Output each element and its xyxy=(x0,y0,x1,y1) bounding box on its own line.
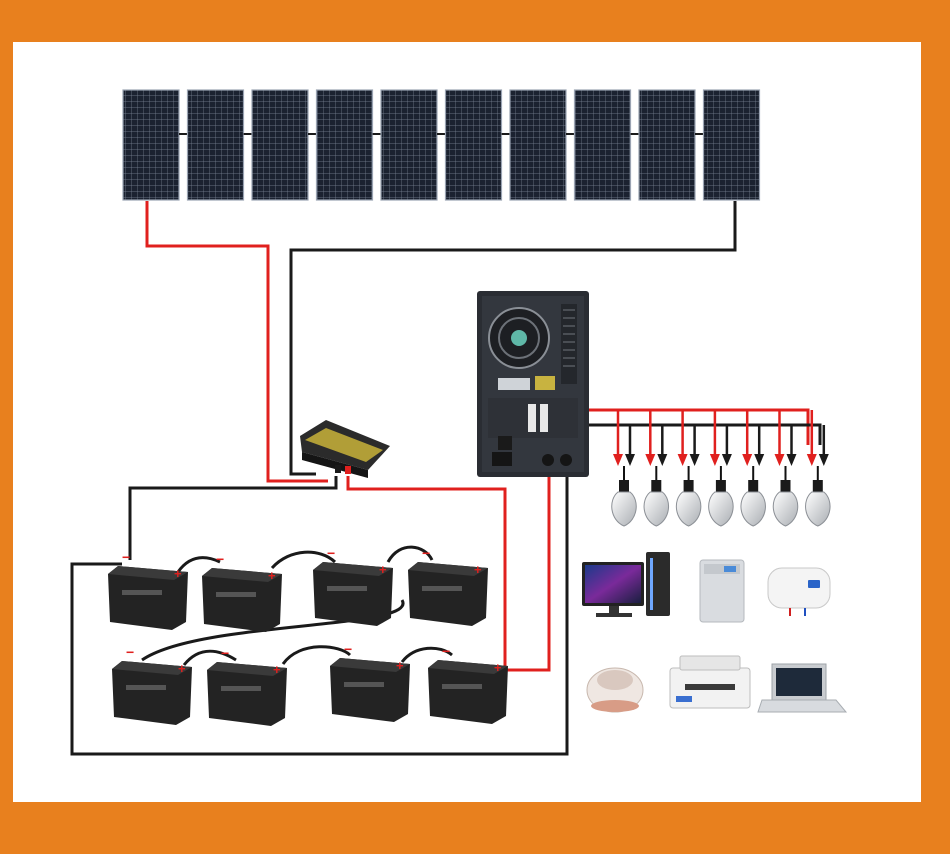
arrow-down-icon xyxy=(689,454,700,466)
solar-panel xyxy=(251,89,309,201)
battery: −+ xyxy=(202,551,282,632)
arrow-down-icon xyxy=(742,454,753,466)
battery-negative-label: − xyxy=(221,645,229,661)
battery: −+ xyxy=(313,545,393,626)
output-positive-bus xyxy=(494,408,810,445)
arrow-down-icon xyxy=(754,454,765,466)
water-heater-icon xyxy=(767,567,831,616)
panel-positive-wire xyxy=(145,201,328,483)
battery-positive-label: + xyxy=(379,562,387,577)
arrow-down-icon xyxy=(657,454,668,466)
arrow-down-icon xyxy=(818,454,829,466)
arrow-down-icon xyxy=(645,454,656,466)
bulb-drop-wires xyxy=(613,410,829,466)
rice-cooker-icon xyxy=(586,667,644,713)
bulb-icon xyxy=(643,466,669,527)
panel-negative-wire xyxy=(289,201,737,476)
battery-bank-positive-feed xyxy=(505,468,551,672)
controller-battery-negative-wire xyxy=(128,476,338,560)
solar-panel xyxy=(315,89,374,201)
arrow-down-icon xyxy=(774,454,785,466)
solar-panel xyxy=(509,89,567,201)
battery-positive-label: + xyxy=(268,568,276,583)
battery-link-2 xyxy=(270,550,337,570)
washing-machine-icon xyxy=(699,559,745,623)
battery: −+ xyxy=(330,641,410,722)
battery-negative-label: − xyxy=(344,641,352,657)
inverter xyxy=(477,291,589,477)
battery: −+ xyxy=(207,645,287,726)
battery: −+ xyxy=(428,643,508,724)
battery-link-6 xyxy=(281,645,352,665)
battery-negative-label: − xyxy=(442,643,450,659)
battery: −+ xyxy=(112,644,192,725)
solar-panel xyxy=(122,89,180,201)
solar-panel xyxy=(702,89,761,201)
printer-icon xyxy=(669,655,751,709)
light-bulbs xyxy=(611,466,831,527)
wiring xyxy=(70,201,822,756)
battery-negative-label: − xyxy=(422,545,430,561)
charge-controller xyxy=(300,420,390,478)
battery-positive-label: + xyxy=(474,562,482,577)
battery-link-7 xyxy=(400,646,453,663)
arrow-down-icon xyxy=(806,454,817,466)
battery-positive-label: + xyxy=(178,661,186,676)
battery-negative-label: − xyxy=(327,545,335,561)
battery-positive-label: + xyxy=(174,566,182,581)
bulb-icon xyxy=(772,466,799,527)
arrow-down-icon xyxy=(613,454,623,466)
arrow-down-icon xyxy=(709,454,720,466)
battery-negative-label: − xyxy=(216,551,224,567)
solar-panel xyxy=(444,89,503,201)
arrow-down-icon xyxy=(786,454,797,466)
battery-positive-label: + xyxy=(396,658,404,673)
bulb-icon xyxy=(675,466,702,527)
solar-panel xyxy=(638,89,696,201)
laptop-icon xyxy=(757,663,848,713)
battery: −+ xyxy=(408,545,488,626)
arrow-down-icon xyxy=(677,454,688,466)
battery-positive-label: + xyxy=(494,660,502,675)
output-negative-bus xyxy=(494,423,822,445)
bulb-icon xyxy=(611,466,637,527)
battery-link-1 xyxy=(176,556,221,573)
bulb-icon xyxy=(708,466,734,527)
bulb-icon xyxy=(740,466,766,527)
arrow-down-icon xyxy=(625,454,635,466)
battery-link-3 xyxy=(386,545,434,563)
battery-negative-label: − xyxy=(122,549,130,565)
battery-positive-label: + xyxy=(273,662,281,677)
battery: −+ xyxy=(108,549,188,630)
battery-link-4 xyxy=(141,599,405,662)
battery-bank: −+−+−+−+−+−+−+−+ xyxy=(108,545,508,726)
battery-negative-label: − xyxy=(126,644,134,660)
solar-panel xyxy=(380,89,438,201)
bulb-icon xyxy=(805,466,831,527)
computer-icon xyxy=(582,552,670,617)
solar-panel xyxy=(573,89,632,201)
battery-link-5 xyxy=(182,649,237,666)
solar-panel xyxy=(186,89,245,201)
arrow-down-icon xyxy=(721,454,732,466)
battery-bank-negative-loop xyxy=(70,468,569,756)
solar-panel-array xyxy=(122,89,761,201)
